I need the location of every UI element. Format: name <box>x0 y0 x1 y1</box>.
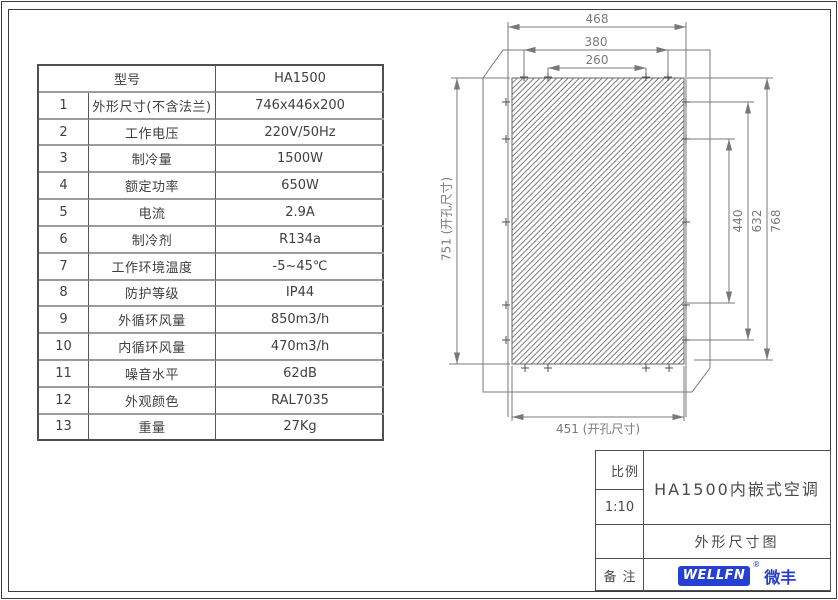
row-label: 防护等级 <box>89 280 217 308</box>
row-num: 4 <box>39 173 89 201</box>
row-num: 3 <box>39 146 89 174</box>
row-label: 噪音水平 <box>89 360 217 388</box>
scale-value: 1:10 <box>596 490 644 525</box>
model-value: HA1500 <box>216 66 385 93</box>
brand-name: 微丰 <box>764 567 797 587</box>
row-label: 外观颜色 <box>89 387 217 415</box>
title-block: 比例 1:10 HA1500内嵌式空调 外形尺寸图 备注 WELLFN ® 微丰 <box>595 450 831 592</box>
remark-label: 备注 <box>596 559 644 592</box>
row-label: 电流 <box>89 200 217 227</box>
row-value: 746x446x200 <box>216 93 385 120</box>
row-value: IP44 <box>216 281 385 308</box>
row-value: 470m3/h <box>216 334 385 361</box>
spec-header-row: 型号 HA1500 <box>39 66 385 93</box>
registered-mark-icon: ® <box>752 560 761 569</box>
sheet-title: 外形尺寸图 <box>644 525 830 559</box>
row-label: 工作电压 <box>89 119 217 147</box>
row-label: 制冷量 <box>89 146 217 174</box>
row-num: 1 <box>39 92 89 120</box>
row-value: -5~45℃ <box>216 254 385 281</box>
row-value: 1500W <box>216 146 385 174</box>
row-num: 11 <box>39 360 89 388</box>
row-label: 制冷剂 <box>89 226 217 254</box>
wellfn-logo-box: WELLFN <box>677 565 751 586</box>
row-num: 5 <box>39 200 89 227</box>
row-value: 62dB <box>216 361 385 388</box>
hatched-cutout <box>511 77 685 365</box>
product-title: HA1500内嵌式空调 <box>644 451 830 525</box>
row-num: 9 <box>39 307 89 335</box>
wellfn-logo: WELLFN ® 微丰 <box>644 559 830 592</box>
row-value: 27Kg <box>283 419 317 435</box>
row-value: R134a <box>216 227 385 254</box>
row-value: 2.9A <box>216 200 385 227</box>
row-num: 12 <box>39 387 89 415</box>
row-value: 650W <box>216 173 385 201</box>
row-label: 外形尺寸(不含法兰) <box>89 92 217 120</box>
row-value: 850m3/h <box>216 307 385 335</box>
row-num: 6 <box>39 226 89 254</box>
mounting-hole-markers <box>502 73 690 372</box>
row-label: 外循环风量 <box>89 307 217 335</box>
row-label: 额定功率 <box>89 173 217 201</box>
row-num: 7 <box>39 253 89 281</box>
row-label: 工作环境温度 <box>89 253 217 281</box>
row-label: 重量 <box>89 414 217 439</box>
scale-label: 比例 <box>596 451 644 490</box>
model-label: 型号 <box>39 66 217 93</box>
row-value: RAL7035 <box>216 388 385 415</box>
empty-cell <box>596 525 644 559</box>
row-num: 2 <box>39 119 89 147</box>
row-value: 220V/50Hz <box>216 120 385 147</box>
row-label: 内循环风量 <box>89 334 217 361</box>
row-num: 10 <box>39 334 89 361</box>
row-num: 8 <box>39 280 89 308</box>
row-num: 13 <box>39 414 89 439</box>
